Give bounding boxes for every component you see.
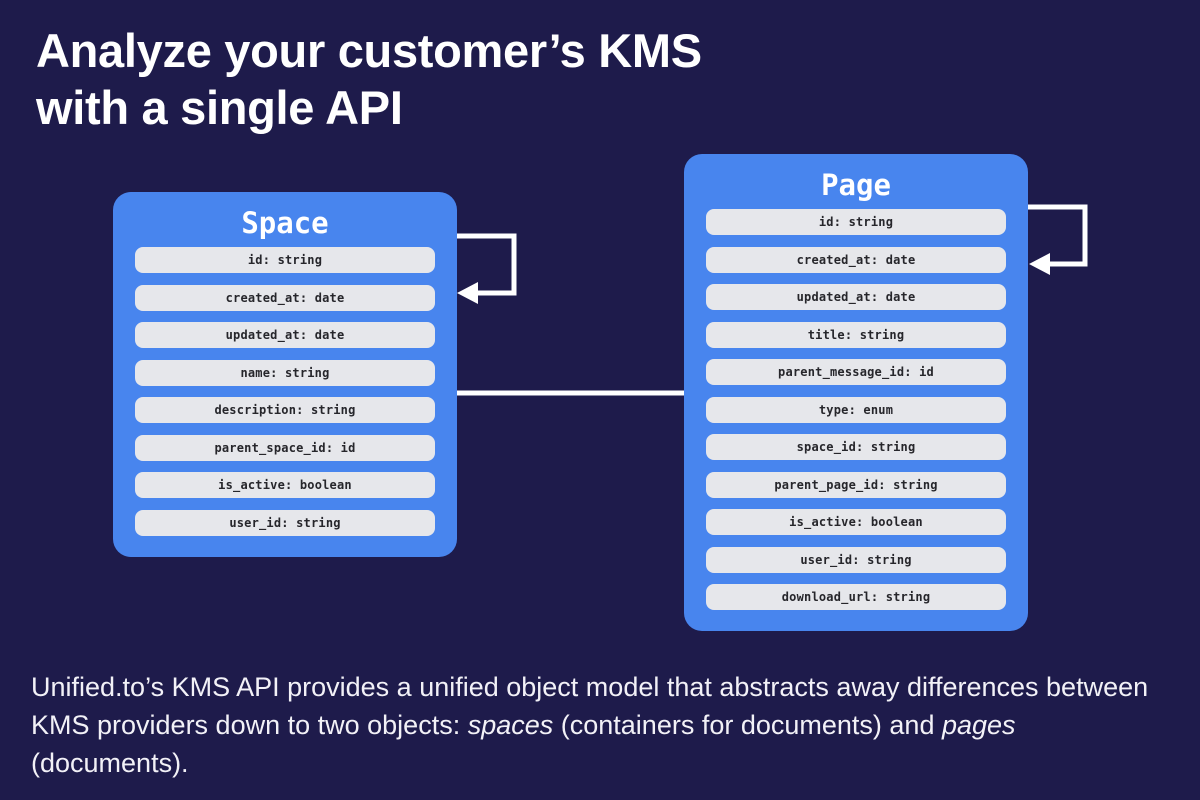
entity-title-page: Page <box>821 168 891 202</box>
description: Unified.to’s KMS API provides a unified … <box>31 668 1156 782</box>
page-self-reference-arrow <box>1028 204 1088 267</box>
field-pill: parent_space_id: id <box>135 434 435 461</box>
description-text: (documents). <box>31 748 189 778</box>
field-pill: type: enum <box>706 396 1006 423</box>
page-self-reference-arrowhead <box>1029 253 1050 275</box>
field-pill: parent_page_id: string <box>706 471 1006 498</box>
space-self-reference-arrowhead <box>457 282 478 304</box>
description-text: Unified.to’s KMS API provides a unified … <box>31 672 1149 740</box>
field-pill: user_id: string <box>135 509 435 536</box>
entity-box-page: Page id: string created_at: date updated_a… <box>684 154 1028 631</box>
field-pill: is_active: boolean <box>706 509 1006 535</box>
field-pill: created_at: date <box>135 284 435 311</box>
field-pill: title: string <box>706 321 1006 348</box>
field-pill: id: string <box>135 247 435 273</box>
entity-fields-space: id: string created_at: date updated_at: da… <box>135 247 435 536</box>
page-title-line2: with a single API <box>36 81 403 134</box>
field-pill: id: string <box>706 209 1006 235</box>
field-pill: download_url: string <box>706 584 1006 610</box>
field-pill: created_at: date <box>706 246 1006 273</box>
page-title-line1: Analyze your customer’s KMS <box>36 24 702 77</box>
field-pill: is_active: boolean <box>135 472 435 498</box>
space-self-reference-arrow <box>457 233 517 296</box>
entity-fields-page: id: string created_at: date updated_at: da… <box>706 209 1006 610</box>
field-pill: updated_at: date <box>135 322 435 348</box>
entity-title-space: Space <box>241 206 329 240</box>
field-pill: updated_at: date <box>706 284 1006 310</box>
entity-box-space: Space id: string created_at: date updated_… <box>113 192 457 557</box>
emphasized-term: spaces <box>467 710 554 740</box>
field-pill: name: string <box>135 359 435 386</box>
description-text: (containers for documents) and <box>553 710 942 740</box>
field-pill: space_id: string <box>706 434 1006 460</box>
emphasized-term: pages <box>941 710 1016 740</box>
field-pill: parent_message_id: id <box>706 359 1006 385</box>
field-pill: description: string <box>135 397 435 423</box>
field-pill: user_id: string <box>706 546 1006 573</box>
